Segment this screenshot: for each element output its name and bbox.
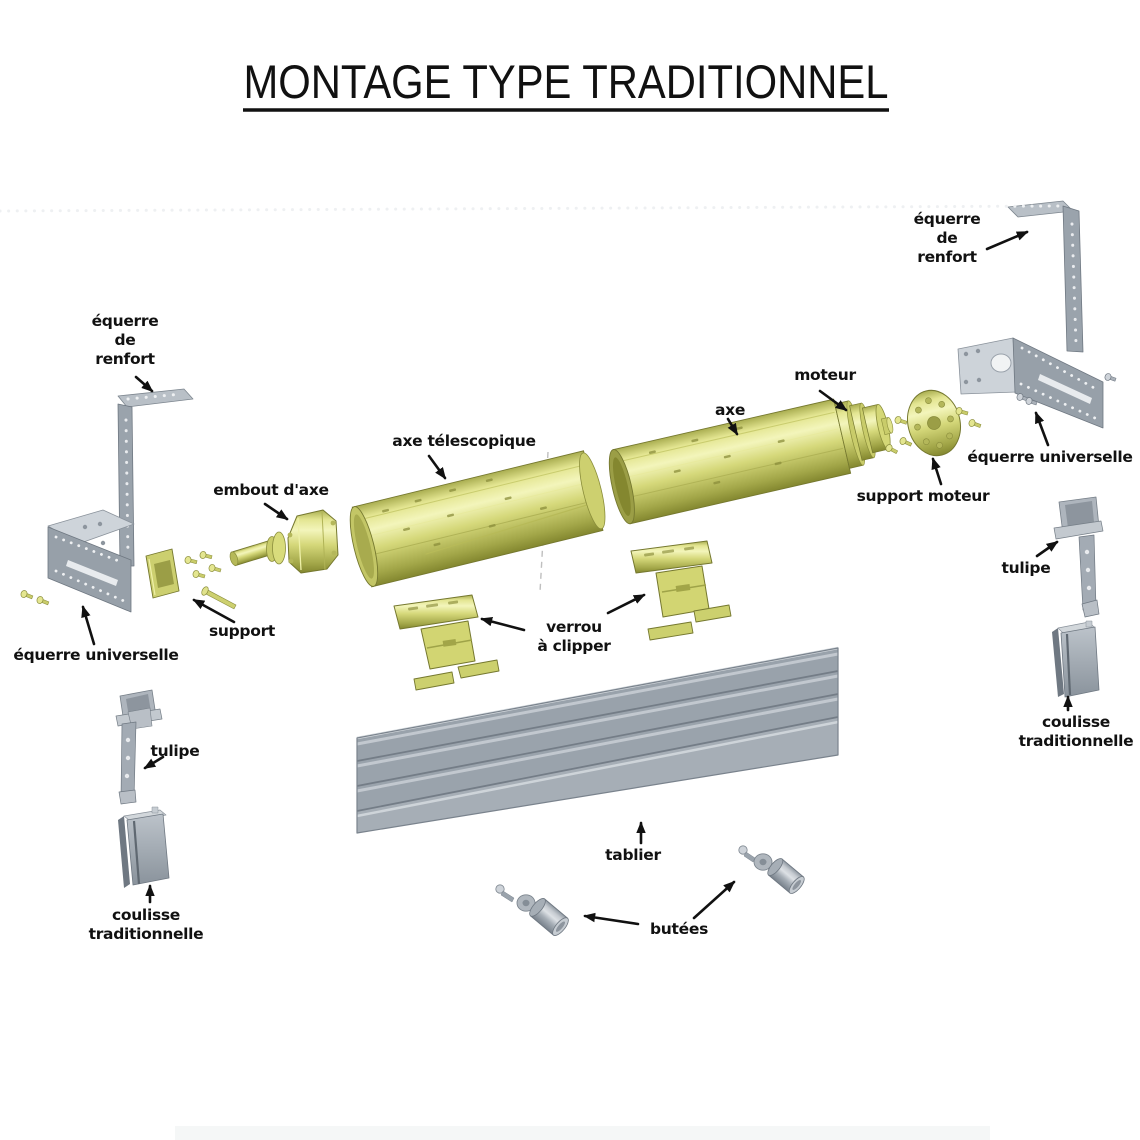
label-support: support [208,622,276,640]
label-equerre-universelle-left: équerre universelle [13,646,179,664]
page-title-group: MONTAGE TYPE TRADITIONNEL [243,55,889,112]
arrow-equerre-renfort-left [134,375,154,393]
part-axe-moteur [608,398,894,525]
part-tablier [356,646,839,834]
arrow-support [192,598,236,624]
part-equerre-universelle-right [957,337,1118,429]
label-butees: butées [650,920,708,938]
part-axe-telescopique [349,450,606,588]
part-butee-left [495,884,569,936]
part-butee-right [738,845,805,894]
label-coulisse-traditionnelle-left: coulisse traditionnelle [88,906,204,943]
arrow-verrou-right [606,593,646,615]
part-equerre-de-renfort-left [117,388,194,567]
arrow-support-moteur [931,457,943,486]
part-coulisse-left [118,806,170,888]
ghost-watermark [175,1126,990,1140]
part-embout-daxe [229,509,339,574]
arrow-verrou-left [480,616,526,632]
label-support-moteur: support moteur [856,487,990,505]
label-axe: axe [714,401,746,419]
part-coulisse-right [1052,620,1100,698]
arrow-tulipe-right [1035,540,1059,558]
arrow-equerre-renfort-right [985,230,1029,251]
label-tablier: tablier [605,846,661,864]
label-moteur: moteur [794,366,856,384]
arrow-axe-telescopique [427,454,447,480]
label-tulipe-left: tulipe [150,742,200,760]
label-tulipe-right: tulipe [1001,559,1051,577]
part-support [145,548,237,610]
arrow-embout-daxe [263,502,289,521]
label-embout-daxe: embout d'axe [213,481,329,499]
part-tulipe-right [1053,496,1104,618]
label-coulisse-traditionnelle-right: coulisse traditionnelle [1018,713,1134,750]
arrow-equerre-universelle-right [1034,411,1050,447]
part-verrou-left [393,594,500,691]
arrow-axe [726,417,739,436]
arrow-moteur [818,389,848,412]
label-equerre-renfort-right: équerre de renfort [913,210,981,266]
arrow-butees-left [583,912,640,926]
label-equerre-renfort-left: équerre de renfort [91,312,159,368]
arrow-equerre-universelle-left [81,605,96,646]
part-support-moteur [884,389,983,457]
page-title: MONTAGE TYPE TRADITIONNEL [244,55,889,108]
arrow-butees-right [692,880,736,920]
label-verrou-a-clipper: verrou à clipper [537,618,611,655]
annotation-arrows [81,230,1073,926]
part-verrou-right [630,540,732,641]
label-equerre-universelle-right: équerre universelle [967,448,1133,466]
label-axe-telescopique: axe télescopique [392,432,536,450]
part-equerre-de-renfort-right [0,200,1084,353]
part-tulipe-left [115,689,163,805]
part-equerre-universelle-left [19,509,135,613]
arrow-tulipe-left [143,755,165,770]
